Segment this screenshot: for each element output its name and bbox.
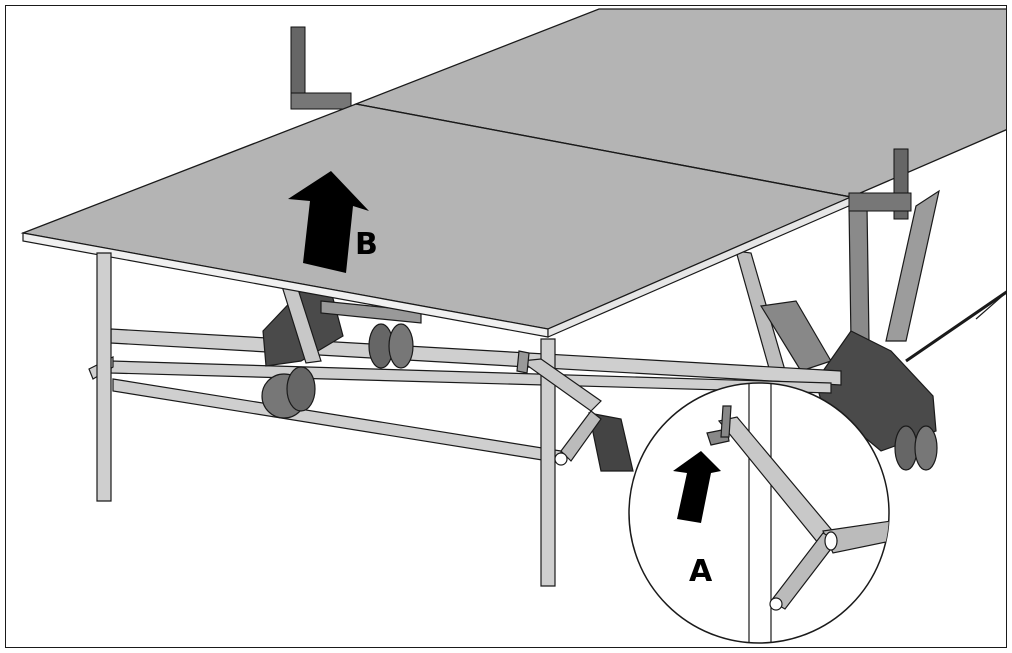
table-legs [96,252,556,587]
label-step-b: B [355,227,378,262]
wheel-left-rear [368,323,414,369]
label-step-a: A [689,554,713,589]
wheel-right [894,425,938,471]
arrow-up-icon [288,171,369,273]
ping-pong-table-illustration: B A [20,8,1006,644]
net-post-far [290,26,352,110]
left-support [261,282,422,419]
near-table-half [20,103,854,338]
magnifier-circle: A [628,382,890,644]
net-post-near [848,148,912,220]
folding-strut [516,350,634,472]
arrow-up-icon [673,451,721,523]
diagram-frame: B A [5,5,1007,648]
wheel-left-front [261,366,316,419]
